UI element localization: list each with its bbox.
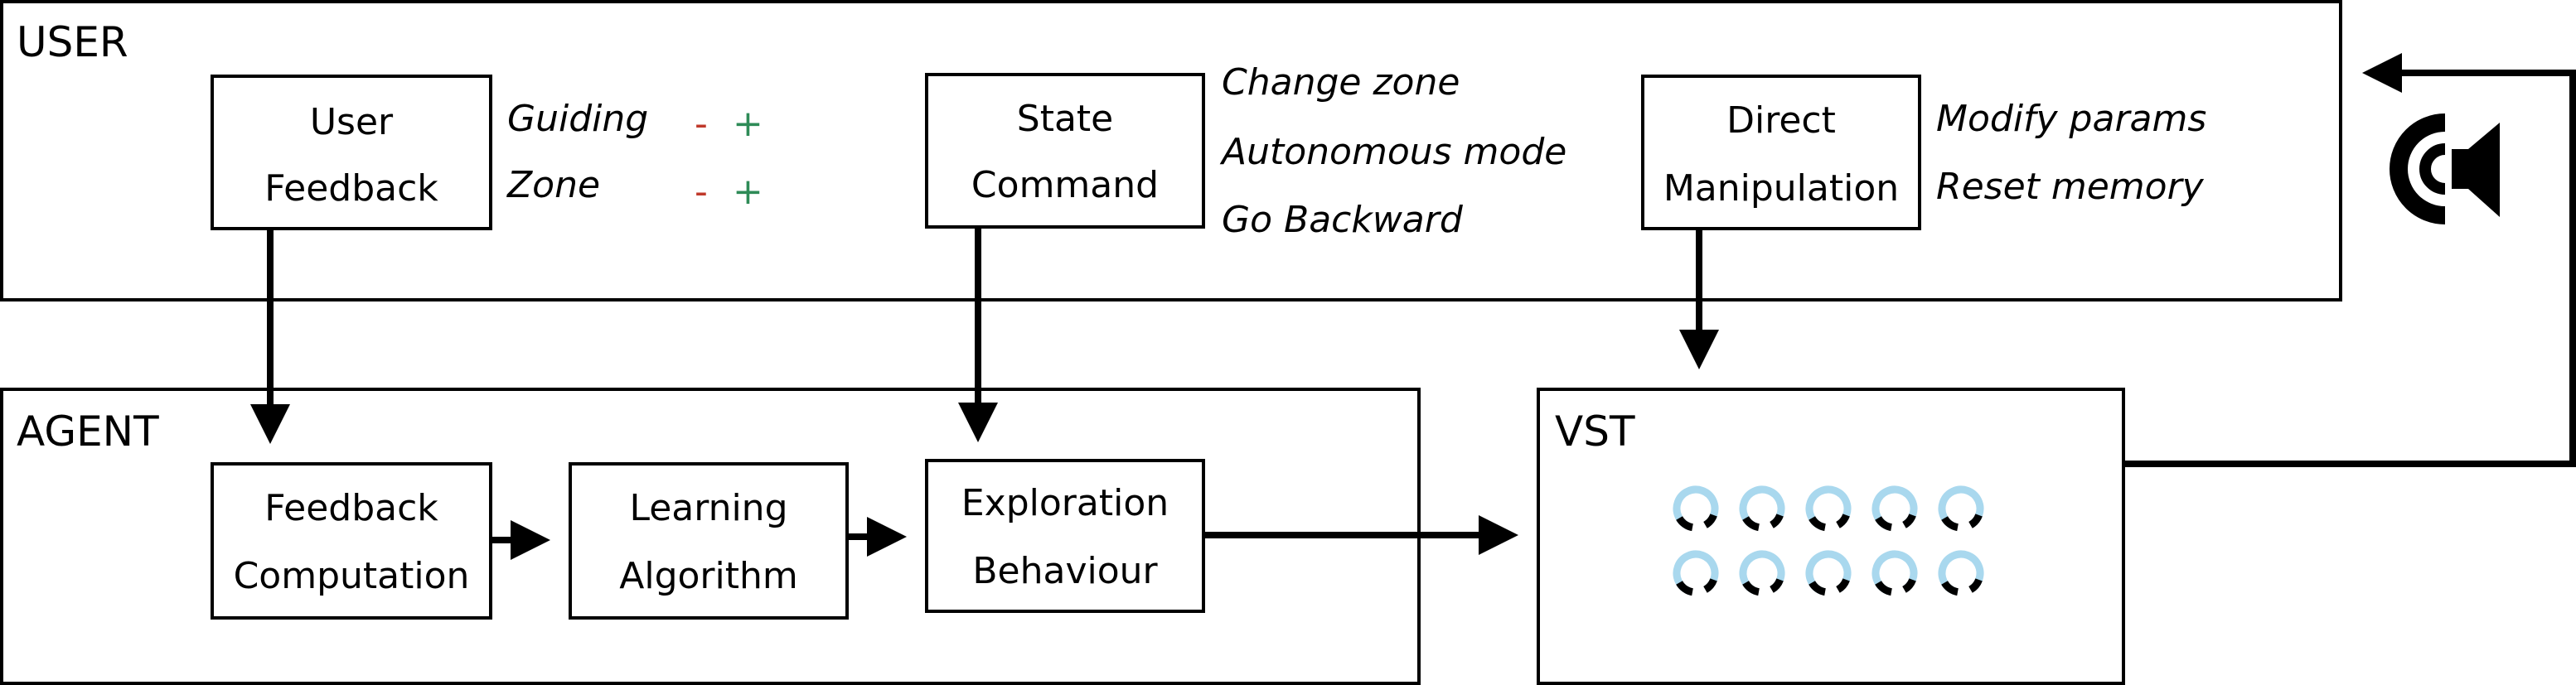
zone-minus-button[interactable]: - [695,171,708,213]
vst-section [1537,388,2125,685]
vst-knob-panel [1672,485,1986,598]
user-feedback-box: User Feedback [211,75,492,230]
knob-icon[interactable] [1738,485,1787,533]
arrow-vst-to-user-audio [2123,53,2576,467]
knob-icon[interactable] [1672,549,1721,598]
feedback-computation-label-line1: Feedback [264,487,438,529]
knob-icon[interactable] [1937,549,1986,598]
knob-icon[interactable] [1804,549,1853,598]
knob-icon[interactable] [1738,549,1787,598]
guiding-minus-button[interactable]: - [695,103,708,145]
state-command-label-line1: State [1017,98,1113,140]
feedback-option-zone: Zone [506,164,600,206]
speaker-icon [2390,113,2500,224]
direct-manipulation-label-line1: Direct [1726,99,1836,142]
direct-manipulation-label-line2: Manipulation [1663,167,1899,210]
feedback-computation-label-line2: Computation [234,555,470,597]
action-reset-memory[interactable]: Reset memory [1936,166,2205,208]
learning-algorithm-box: Learning Algorithm [569,462,849,620]
action-modify-params[interactable]: Modify params [1936,98,2206,140]
command-autonomous-mode[interactable]: Autonomous mode [1219,131,1566,173]
knob-icon[interactable] [1937,485,1986,533]
knob-icon[interactable] [1804,485,1853,533]
command-go-backward[interactable]: Go Backward [1222,199,1464,241]
state-command-label-line2: Command [971,164,1159,206]
feedback-computation-box: Feedback Computation [211,462,492,620]
exploration-behaviour-box: Exploration Behaviour [925,459,1205,613]
user-section [0,0,2342,301]
zone-plus-button[interactable]: + [733,171,763,213]
knob-icon[interactable] [1672,485,1721,533]
command-change-zone[interactable]: Change zone [1222,61,1460,104]
feedback-option-guiding: Guiding [507,98,648,140]
exploration-behaviour-label-line1: Exploration [961,482,1169,524]
agent-section-title: AGENT [17,408,159,456]
knob-icon[interactable] [1871,485,1920,533]
learning-algorithm-label-line2: Algorithm [619,555,798,597]
direct-manipulation-box: Direct Manipulation [1641,75,1921,230]
exploration-behaviour-label-line2: Behaviour [972,550,1158,592]
guiding-plus-button[interactable]: + [733,103,763,145]
user-feedback-label-line2: Feedback [264,167,438,210]
vst-section-title: VST [1555,408,1635,456]
user-feedback-label-line1: User [310,101,394,143]
knob-icon[interactable] [1871,549,1920,598]
state-command-box: State Command [925,73,1205,229]
learning-algorithm-label-line1: Learning [629,487,787,529]
user-section-title: USER [17,18,128,66]
